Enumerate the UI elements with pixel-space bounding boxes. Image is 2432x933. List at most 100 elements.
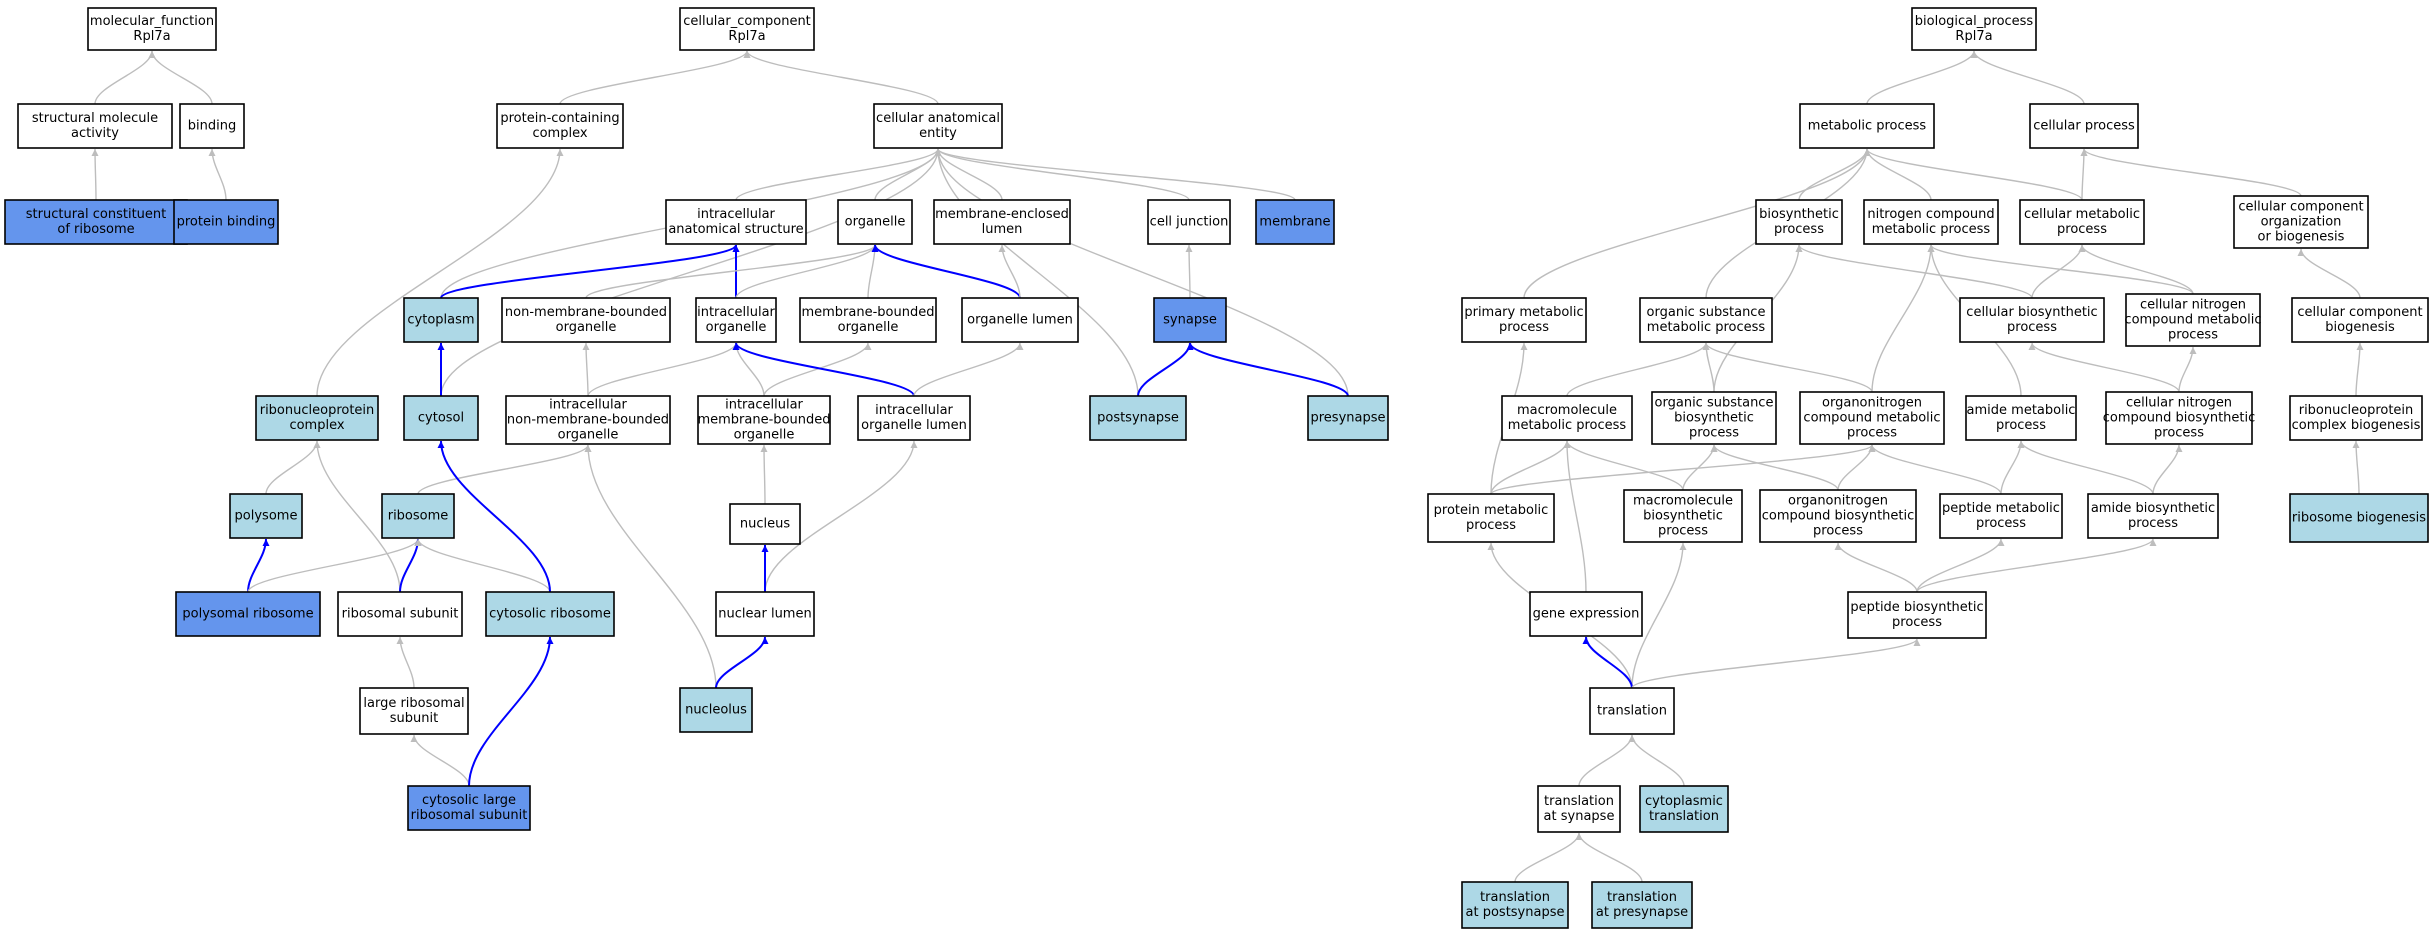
edge-iol-to-ol <box>913 342 1024 397</box>
node-label-line: amide biosynthetic <box>2091 501 2215 516</box>
node-label-line: Rpl7a <box>728 29 765 44</box>
edge-mmp-to-osmp <box>1566 342 1710 397</box>
node-label-line: compound biosynthetic <box>1762 508 1915 523</box>
node-box <box>1965 395 2077 441</box>
node-label-line: cellular nitrogen <box>2140 297 2246 312</box>
edge-clrs-to-lrs <box>410 734 470 787</box>
node-box <box>173 199 279 245</box>
node-label-line: ribonucleoprotein <box>2299 403 2414 418</box>
node-geneexp: gene expression <box>1529 591 1643 637</box>
node-nuclum: nuclear lumen <box>715 591 815 637</box>
node-box <box>403 395 479 441</box>
node-label-line: cytosolic large <box>422 793 516 808</box>
edge-polyrib-to-polysome <box>247 538 270 593</box>
node-label-line: protein metabolic <box>1434 503 1549 518</box>
node-synapse: synapse <box>1153 297 1227 343</box>
node-label-line: organonitrogen <box>1788 493 1888 508</box>
node-box <box>1623 489 1743 543</box>
edge-clrs-to-cytrib <box>468 636 554 787</box>
node-label-line: at synapse <box>1544 809 1615 824</box>
edge-translation-to-mbp <box>1631 542 1687 689</box>
node-label-line: intracellular <box>697 305 775 320</box>
node-inmbo: intracellularnon-membrane-boundedorganel… <box>505 395 671 445</box>
node-label-line: postsynapse <box>1097 410 1179 425</box>
node-label-line: membrane <box>1259 214 1330 229</box>
node-label-line: organelle <box>558 427 619 442</box>
node-ol: organelle lumen <box>961 297 1079 343</box>
node-label-line: cytosolic ribosome <box>489 606 611 621</box>
node-label-line: process <box>2168 327 2218 342</box>
edge-cbp-to-biosyn <box>1795 244 2033 299</box>
node-ribbio: ribosome biogenesis <box>2289 493 2429 543</box>
edge-rcb-to-ccb <box>2355 342 2364 397</box>
node-label-line: process <box>1774 222 1824 237</box>
node-binding: binding <box>179 103 245 149</box>
edge-cae-to-cc <box>743 50 939 105</box>
node-label-line: organelle <box>706 320 767 335</box>
node-nucleus: nucleus <box>729 503 801 545</box>
node-pbind: protein binding <box>173 199 279 245</box>
edge-cncbp-to-cbp <box>2028 342 2180 393</box>
node-label-line: cellular metabolic <box>2024 207 2140 222</box>
node-label-line: gene expression <box>1533 606 1640 621</box>
node-box <box>1529 591 1643 637</box>
edge-cellproc-to-bp <box>1970 50 2085 105</box>
node-label-line: membrane-bounded <box>801 305 934 320</box>
edge-cyttrans-to-translation <box>1628 734 1685 787</box>
node-label-line: process <box>2057 222 2107 237</box>
node-label-line: translation <box>1597 703 1667 718</box>
node-box <box>2289 395 2423 441</box>
node-label-line: cytoplasm <box>407 312 474 327</box>
node-label-line: primary metabolic <box>1464 305 1583 320</box>
edge-pepbp-to-oncbp <box>1834 542 1918 593</box>
edge-presyn-to-synapse <box>1186 342 1349 397</box>
node-box <box>679 7 815 51</box>
edge-oncmp-to-ncmp <box>1871 244 1935 393</box>
node-label-line: macromolecule <box>1517 403 1617 418</box>
node-label-line: nitrogen compound <box>1867 207 1994 222</box>
node-box <box>87 7 217 51</box>
node-label-line: structural constituent <box>26 207 167 222</box>
node-membrane: membrane <box>1255 199 1335 245</box>
node-label-line: intracellular <box>875 403 953 418</box>
edge-synapse-to-cj <box>1185 244 1193 299</box>
node-box <box>799 297 937 343</box>
edge-oncbp-to-osbp <box>1710 444 1839 491</box>
node-label-line: non-membrane-bounded <box>505 305 667 320</box>
node-label-line: lumen <box>982 222 1023 237</box>
node-label-line: ribosomal subunit <box>342 606 459 621</box>
node-label-line: at presynapse <box>1596 905 1688 920</box>
edge-biosyn-to-metab <box>1798 148 1871 201</box>
edge-organelle-to-cae <box>874 148 942 201</box>
node-label-line: of ribosome <box>57 222 134 237</box>
edge-polyrib-to-ribosome <box>247 538 422 593</box>
node-box <box>229 493 303 539</box>
node-box <box>2105 391 2253 445</box>
node-label-line: process <box>2128 516 2178 531</box>
node-organelle: organelle <box>837 199 913 245</box>
edge-ribsub-to-rnp <box>313 440 401 593</box>
node-label-line: translation <box>1607 890 1677 905</box>
node-label-line: peptide biosynthetic <box>1850 600 1983 615</box>
node-box <box>505 395 671 445</box>
node-label-line: organelle <box>556 320 617 335</box>
node-label-line: process <box>1892 615 1942 630</box>
node-label-line: metabolic process <box>1808 118 1927 133</box>
node-label-line: biosynthetic <box>1674 410 1754 425</box>
node-box <box>1959 297 2105 343</box>
node-box <box>501 297 671 343</box>
node-box <box>1755 199 1843 245</box>
